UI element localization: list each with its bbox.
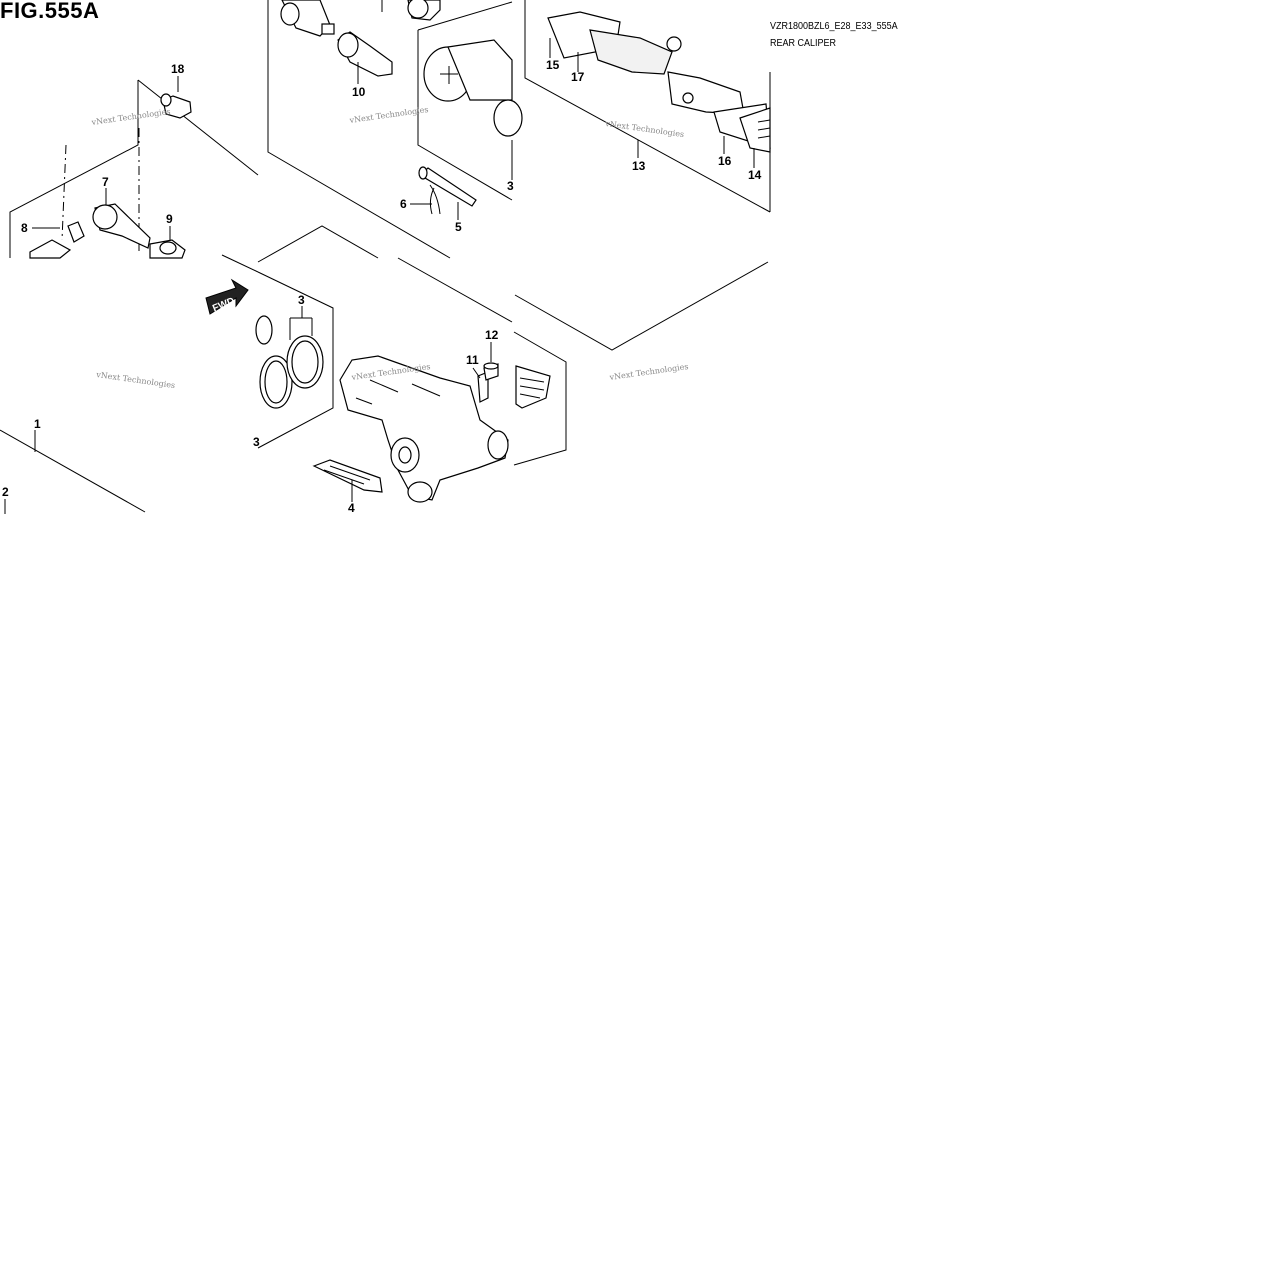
callout-7: 7 bbox=[102, 175, 109, 189]
bolt-part-18 bbox=[160, 93, 192, 119]
slide-pin-part-7 bbox=[29, 203, 151, 259]
pad-spring-right bbox=[515, 365, 551, 409]
watermark-text: vNext Technologies bbox=[348, 105, 429, 125]
callout-2: 2 bbox=[2, 485, 9, 499]
callout-labels: 1 2 3 3 3 4 5 6 7 8 9 10 11 12 13 14 15 … bbox=[2, 58, 762, 515]
pad-spring-part-4 bbox=[312, 459, 383, 493]
callout-3: 3 bbox=[298, 293, 305, 307]
callout-15: 15 bbox=[546, 58, 560, 72]
diagram-frames bbox=[0, 0, 771, 514]
callout-3-lower: 3 bbox=[253, 435, 260, 449]
callout-3-upper: 3 bbox=[507, 179, 514, 193]
callout-14: 14 bbox=[748, 168, 762, 182]
boot-part-9 bbox=[149, 239, 186, 259]
piston-seal-part-3 bbox=[255, 315, 324, 409]
fwd-arrow: FWD bbox=[205, 278, 249, 315]
pad-pin-part-5 bbox=[418, 166, 477, 215]
callout-10: 10 bbox=[352, 85, 366, 99]
callout-11: 11 bbox=[466, 353, 479, 367]
callout-4: 4 bbox=[348, 501, 355, 515]
boot-top bbox=[407, 0, 441, 21]
watermark-text: vNext Technologies bbox=[604, 119, 685, 139]
leader-lines bbox=[32, 38, 755, 502]
callout-12: 12 bbox=[485, 328, 499, 342]
brake-pad-part-17 bbox=[589, 29, 682, 75]
watermark-text: vNext Technologies bbox=[608, 362, 689, 382]
callout-17: 17 bbox=[571, 70, 585, 84]
figure-caption: REAR CALIPER bbox=[770, 38, 837, 49]
figure-code: VZR1800BZL6_E28_E33_555A bbox=[770, 21, 898, 32]
slide-pin-top bbox=[280, 0, 335, 37]
callout-18: 18 bbox=[171, 62, 185, 76]
caliper-body-part-1 bbox=[339, 355, 509, 503]
callout-5: 5 bbox=[455, 220, 462, 234]
piston-upper bbox=[423, 39, 523, 137]
boot-part-10 bbox=[337, 31, 393, 77]
figure-title: FIG.555A bbox=[0, 0, 100, 23]
callout-9: 9 bbox=[166, 212, 173, 226]
callout-13: 13 bbox=[632, 159, 646, 173]
callout-8: 8 bbox=[21, 221, 28, 235]
watermark-text: vNext Technologies bbox=[90, 107, 171, 127]
center-line bbox=[61, 144, 67, 241]
bleeder-cap-part-12 bbox=[483, 362, 499, 381]
callout-16: 16 bbox=[718, 154, 732, 168]
callout-6: 6 bbox=[400, 197, 407, 211]
watermark-text: vNext Technologies bbox=[95, 370, 176, 390]
callout-1: 1 bbox=[34, 417, 41, 431]
brake-pad-part-14 bbox=[739, 107, 771, 153]
